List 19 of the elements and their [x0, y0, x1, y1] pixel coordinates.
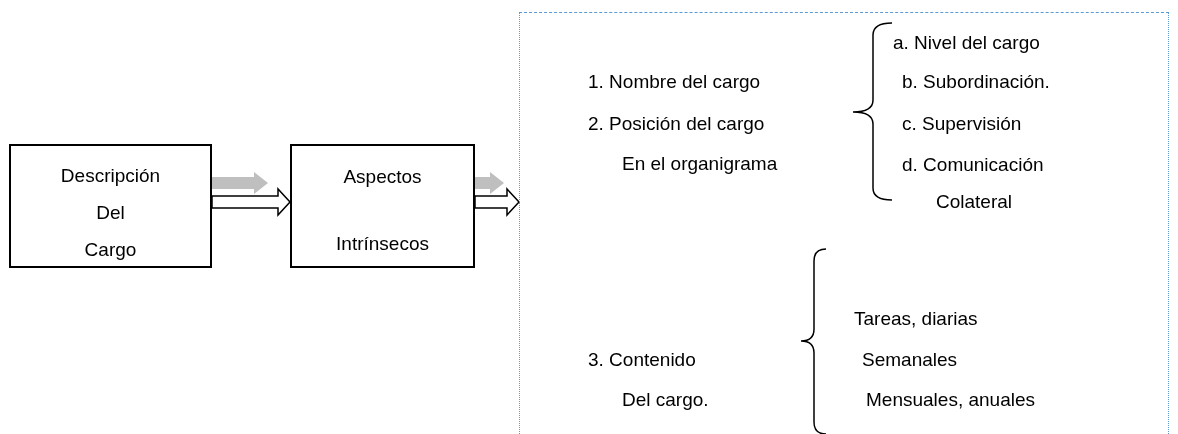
box-label: Aspectos Intrínsecos — [336, 165, 429, 256]
outline-arrow — [474, 187, 521, 217]
list-item: Tareas, diarias — [854, 307, 978, 331]
list-item: c. Supervisión — [902, 112, 1022, 136]
box-label: Descripción Del Cargo — [60, 164, 161, 262]
list-item: 3. Contenido Del cargo. — [588, 348, 710, 412]
outline-arrow — [211, 187, 292, 217]
process-box — [290, 144, 475, 268]
list-item: Mensuales, anuales — [866, 388, 1035, 412]
block-arrow — [212, 172, 268, 194]
list-item: 1. Nombre del cargo — [588, 70, 761, 94]
block-arrow — [475, 172, 504, 194]
list-item: Semanales — [862, 348, 958, 372]
list-item: 2. Posición del cargo En el organigrama — [588, 112, 779, 176]
list-item: d. Comunicación Colateral — [902, 152, 1045, 214]
process-box — [9, 144, 212, 268]
list-item: a. Nivel del cargo — [893, 31, 1040, 55]
dashed-panel — [519, 12, 1169, 434]
list-item: b. Subordinación. — [902, 70, 1050, 94]
